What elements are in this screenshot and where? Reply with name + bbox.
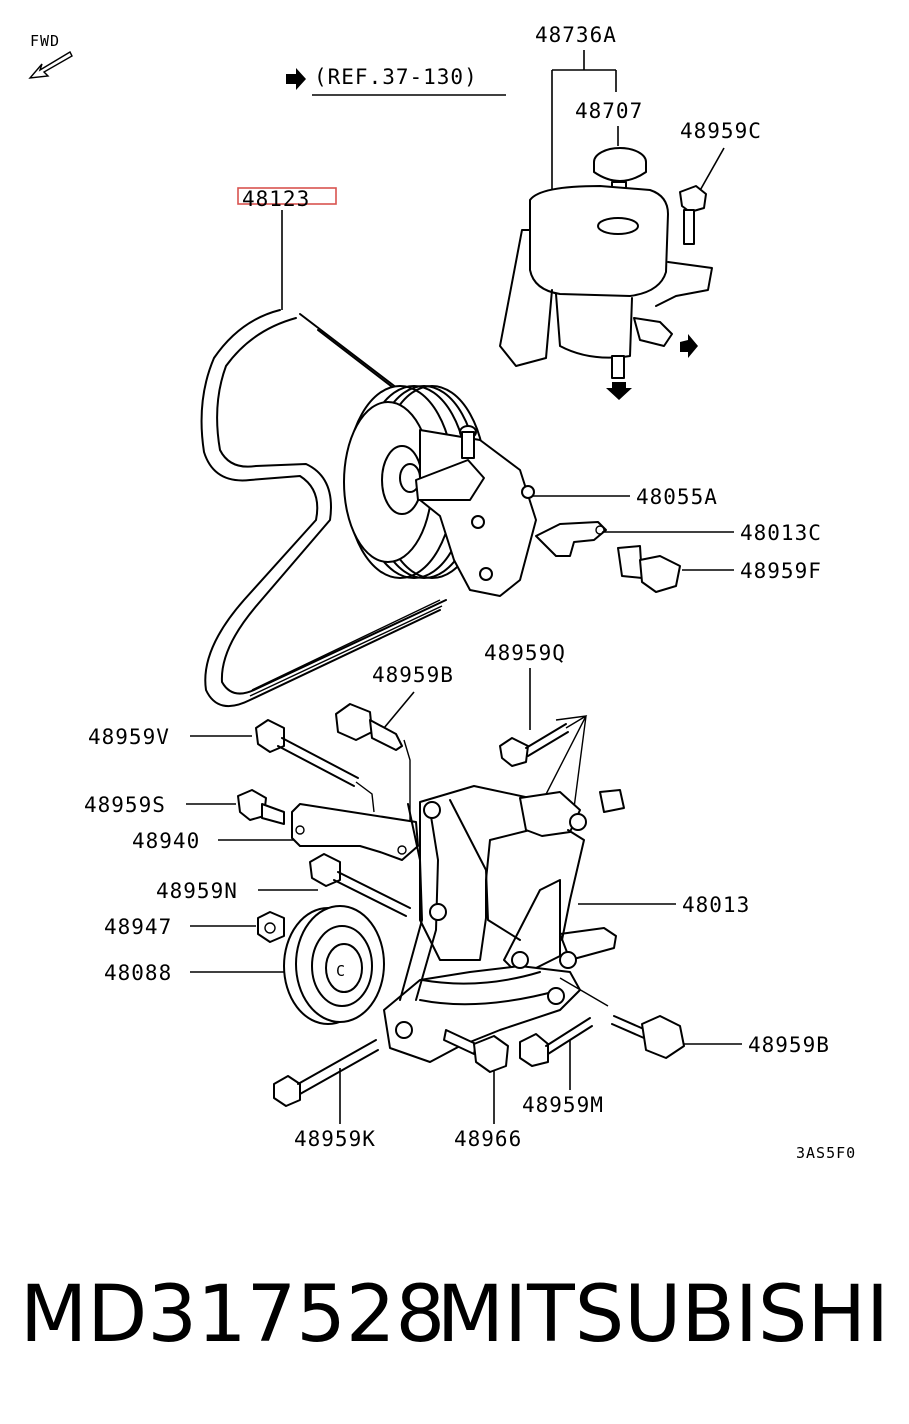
label-48123: 48123 bbox=[242, 187, 310, 211]
label-48959B-top: 48959B bbox=[372, 663, 454, 687]
reference-note: (REF.37-130) bbox=[286, 65, 506, 96]
parts-diagram: FWD (REF.37-130) 48123 48736A 48707 4895… bbox=[28, 23, 856, 1162]
bolt-48959S bbox=[237, 789, 285, 825]
bolt-48959V bbox=[255, 719, 375, 813]
label-48966: 48966 bbox=[454, 1127, 522, 1151]
bolt-48959Q bbox=[499, 723, 569, 767]
idler-pulley-48088: C bbox=[283, 905, 385, 1025]
ref-arrow-icon bbox=[286, 68, 306, 90]
footer: MD317528 MITSUBISHI bbox=[0, 1265, 909, 1375]
nut-48947 bbox=[257, 911, 285, 943]
label-48947: 48947 bbox=[104, 915, 172, 939]
ref-label: (REF.37-130) bbox=[314, 65, 478, 89]
label-48959F: 48959F bbox=[740, 559, 822, 583]
label-48959M: 48959M bbox=[522, 1093, 604, 1117]
label-48959S: 48959S bbox=[84, 793, 166, 817]
drive-belt bbox=[200, 309, 447, 708]
fwd-indicator: FWD bbox=[28, 32, 73, 79]
label-48959V: 48959V bbox=[88, 725, 170, 749]
part-number: MD317528 bbox=[20, 1270, 446, 1360]
power-steering-pump bbox=[343, 385, 607, 597]
label-48959N: 48959N bbox=[156, 879, 238, 903]
bolt-48959N bbox=[309, 853, 411, 917]
label-48055A: 48055A bbox=[636, 485, 718, 509]
label-48013C: 48013C bbox=[740, 521, 822, 545]
highlight-box bbox=[237, 187, 337, 205]
label-48959C: 48959C bbox=[680, 119, 762, 143]
fwd-arrow-icon bbox=[28, 51, 73, 79]
bolt-48959K bbox=[273, 1039, 379, 1107]
brand-name: MITSUBISHI bbox=[436, 1270, 889, 1360]
label-48736A: 48736A bbox=[535, 23, 617, 47]
bracket-48013 bbox=[383, 785, 625, 1063]
svg-text:C: C bbox=[336, 962, 346, 980]
label-48013: 48013 bbox=[682, 893, 750, 917]
bolt-48959F bbox=[617, 545, 681, 593]
diagram-code: 3AS5F0 bbox=[796, 1144, 856, 1162]
label-48959K: 48959K bbox=[294, 1127, 376, 1151]
bracket-48940 bbox=[291, 803, 419, 861]
fwd-label: FWD bbox=[30, 32, 60, 50]
bolt-48959B-right bbox=[611, 1015, 685, 1059]
label-48940: 48940 bbox=[132, 829, 200, 853]
bolt-48959B-top bbox=[335, 703, 411, 820]
reservoir-assembly: 48736A 48707 48959C bbox=[499, 23, 762, 400]
bolt-48966 bbox=[443, 1029, 509, 1073]
label-48959B-right: 48959B bbox=[748, 1033, 830, 1057]
label-48959Q: 48959Q bbox=[484, 641, 566, 665]
label-48707: 48707 bbox=[575, 99, 643, 123]
bolt-48959M bbox=[519, 1017, 593, 1067]
label-48088: 48088 bbox=[104, 961, 172, 985]
